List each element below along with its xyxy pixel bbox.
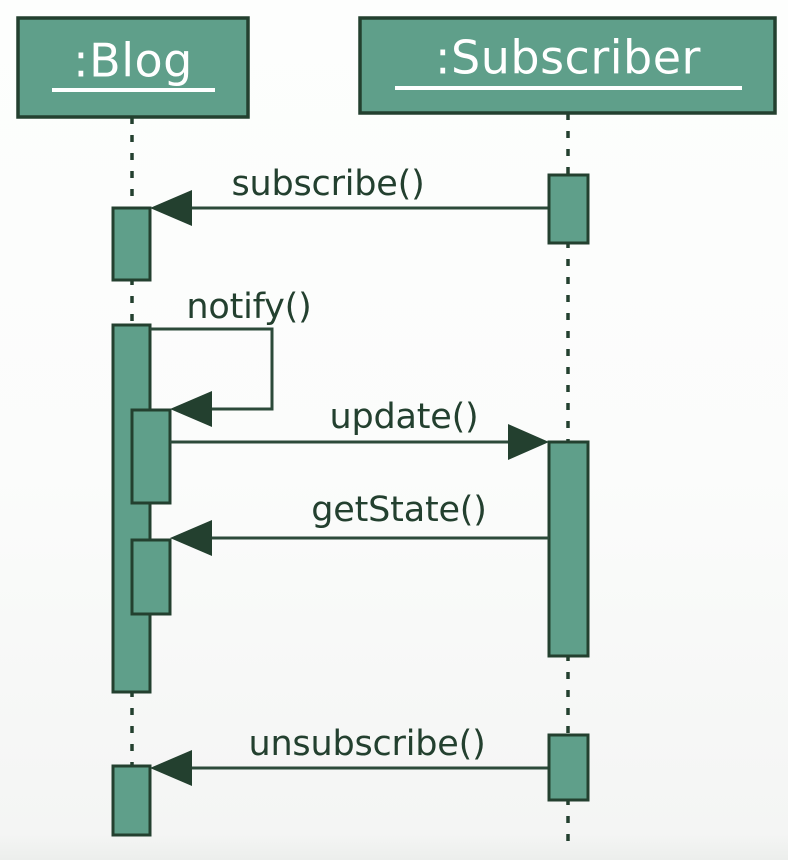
- message-subscribe[interactable]: subscribe(): [150, 164, 549, 226]
- activation-bar-blog-end[interactable]: [111, 764, 152, 837]
- message-getstate-arrowhead-icon: [170, 520, 212, 556]
- message-notify-label: notify(): [186, 287, 311, 327]
- message-unsubscribe-arrowhead-icon: [150, 750, 192, 786]
- message-update[interactable]: update(): [170, 397, 549, 460]
- message-update-label: update(): [329, 397, 478, 437]
- lifeline-header-blog-label: :Blog: [73, 34, 193, 88]
- activation-bar-subscriber-main[interactable]: [547, 440, 590, 658]
- lifeline-header-blog-box[interactable]: [16, 16, 250, 119]
- activation-bar-blog-1[interactable]: [111, 206, 152, 282]
- message-unsubscribe-label: unsubscribe(): [248, 724, 485, 764]
- activation-bar-blog-nested-2[interactable]: [130, 538, 172, 616]
- message-subscribe-arrowhead-icon: [150, 190, 192, 226]
- message-update-arrowhead-icon: [508, 424, 549, 460]
- activation-bar-subscriber-1[interactable]: [547, 173, 590, 245]
- activation-bar-subscriber-end[interactable]: [547, 733, 590, 802]
- lifeline-header-subscriber-box[interactable]: [358, 16, 777, 115]
- message-notify-arrowhead-icon: [170, 391, 212, 427]
- activation-bar-blog-nested-1[interactable]: [130, 408, 172, 505]
- message-notify[interactable]: notify(): [150, 287, 312, 427]
- lifeline-header-subscriber-label: :Subscriber: [435, 31, 701, 85]
- message-unsubscribe[interactable]: unsubscribe(): [150, 724, 549, 786]
- message-notify-self-loop-line: [150, 327, 274, 411]
- message-getstate[interactable]: getState(): [170, 490, 549, 556]
- lifeline-subscriber[interactable]: :Subscriber: [358, 16, 777, 852]
- lifeline-blog[interactable]: :Blog: [16, 16, 250, 770]
- message-subscribe-label: subscribe(): [231, 164, 424, 204]
- message-getstate-label: getState(): [311, 490, 486, 530]
- activation-bar-blog-main[interactable]: [111, 323, 152, 694]
